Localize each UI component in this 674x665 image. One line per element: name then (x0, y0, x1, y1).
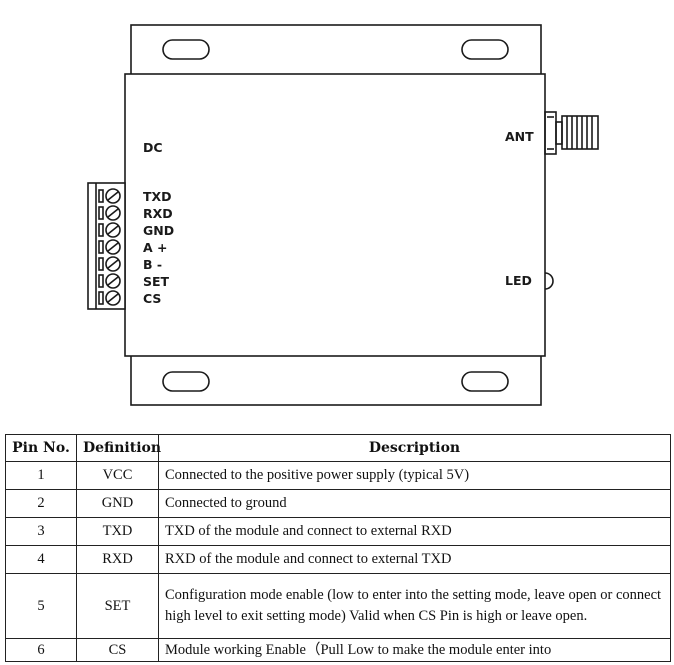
pin-label-txd: TXD (143, 189, 172, 204)
pin-definition: CS (76, 638, 159, 662)
screw-slot-icon (107, 259, 119, 269)
terminal-slot-icon (98, 291, 104, 305)
pin-label-rxd: RXD (143, 206, 173, 221)
terminal-screw-icon (105, 239, 121, 255)
terminal-slot-icon (98, 257, 104, 271)
terminal-screw-icon (105, 273, 121, 289)
bottom-right-mounting-slot (461, 371, 509, 392)
table-row: 4 RXD RXD of the module and connect to e… (5, 545, 671, 574)
pin-description: Connected to ground (158, 489, 671, 518)
pin-description: Configuration mode enable (low to enter … (158, 573, 671, 639)
pin-label-gnd: GND (143, 223, 174, 238)
pin-definition: VCC (76, 461, 159, 490)
pin-number: 5 (5, 573, 77, 639)
terminal-screw-icon (105, 290, 121, 306)
screw-slot-icon (107, 208, 119, 218)
terminal-slot-icon (98, 223, 104, 237)
pin-label-b-minus: B - (143, 257, 162, 272)
screw-slot-icon (107, 276, 119, 286)
antenna-connector-icon (544, 111, 599, 155)
terminal-screw-icon (105, 256, 121, 272)
terminal-slot-icon (98, 189, 104, 203)
table-row: 6 CS Module working Enable（Pull Low to m… (5, 638, 671, 662)
screw-slot-icon (107, 293, 119, 303)
dc-label: DC (143, 140, 163, 155)
terminal-screw-icon (105, 222, 121, 238)
module-body (124, 73, 546, 357)
pin-number: 6 (5, 638, 77, 662)
pin-definition: TXD (76, 517, 159, 546)
header-definition: Definition (76, 434, 161, 462)
led-label: LED (505, 273, 532, 288)
pin-number: 4 (5, 545, 77, 574)
top-mounting-flange (130, 24, 542, 76)
table-row: 3 TXD TXD of the module and connect to e… (5, 517, 671, 546)
header-description: Description (158, 434, 671, 462)
pin-label-set: SET (143, 274, 170, 289)
terminal-slot-icon (98, 206, 104, 220)
table-header-row: Pin No. Definition Description (5, 434, 671, 462)
ant-label: ANT (505, 129, 534, 144)
module-diagram: DC ANT LED TXD RXD GND A + B - SET CS (87, 24, 599, 406)
header-pin-no: Pin No. (5, 434, 77, 462)
top-left-mounting-slot (162, 39, 210, 60)
led-indicator-icon (544, 272, 554, 290)
screw-slot-icon (107, 191, 119, 201)
pin-definition: RXD (76, 545, 159, 574)
pin-description: Connected to the positive power supply (… (158, 461, 671, 490)
pin-definition: SET (76, 573, 159, 639)
pin-definition-table: Pin No. Definition Description 1 VCC Con… (5, 434, 671, 662)
pin-definition: GND (76, 489, 159, 518)
pin-label-cs: CS (143, 291, 161, 306)
table-row: 1 VCC Connected to the positive power su… (5, 461, 671, 490)
pin-description: Module working Enable（Pull Low to make t… (158, 638, 671, 662)
pin-description: TXD of the module and connect to externa… (158, 517, 671, 546)
pin-description: RXD of the module and connect to externa… (158, 545, 671, 574)
terminal-screw-icon (105, 188, 121, 204)
screw-slot-icon (107, 225, 119, 235)
pin-number: 3 (5, 517, 77, 546)
bottom-mounting-flange (130, 354, 542, 406)
top-right-mounting-slot (461, 39, 509, 60)
terminal-slot-icon (98, 240, 104, 254)
bottom-left-mounting-slot (162, 371, 210, 392)
pin-number: 1 (5, 461, 77, 490)
terminal-screws (98, 188, 121, 306)
pin-number: 2 (5, 489, 77, 518)
terminal-screw-icon (105, 205, 121, 221)
pin-label-a-plus: A + (143, 240, 168, 255)
screw-slot-icon (107, 242, 119, 252)
terminal-slot-icon (98, 274, 104, 288)
table-row: 2 GND Connected to ground (5, 489, 671, 518)
table-row: 5 SET Configuration mode enable (low to … (5, 573, 671, 639)
